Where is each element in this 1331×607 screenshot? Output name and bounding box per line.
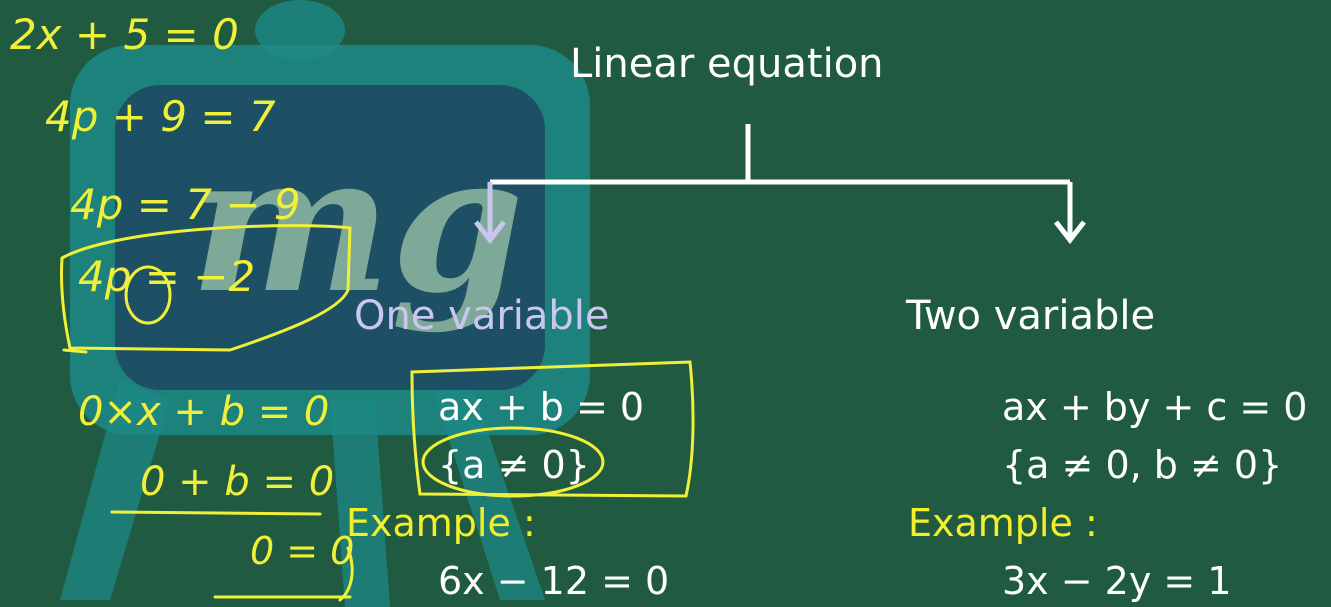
two-variable-example-label: Example : xyxy=(908,501,1098,545)
two-variable-heading: Two variable xyxy=(906,293,1156,339)
handwritten-line-1: 2x + 5 = 0 xyxy=(10,10,239,59)
svg-text:mg: mg xyxy=(190,112,524,335)
page-title: Linear equation xyxy=(570,41,884,87)
one-variable-example: 6x − 12 = 0 xyxy=(438,559,670,603)
two-variable-example: 3x − 2y = 1 xyxy=(1002,559,1232,603)
two-variable-condition: {a ≠ 0, b ≠ 0} xyxy=(1002,443,1283,487)
one-variable-heading: One variable xyxy=(354,293,610,339)
two-variable-equation: ax + by + c = 0 xyxy=(1002,385,1308,429)
one-variable-example-label: Example : xyxy=(346,501,536,545)
handwritten-line-6: 0 + b = 0 xyxy=(140,459,335,505)
handwritten-line-4: 4p = −2 xyxy=(78,252,256,301)
handwritten-line-5: 0×x + b = 0 xyxy=(78,389,330,435)
handwritten-line-3: 4p = 7 − 9 xyxy=(70,180,301,229)
one-variable-equation: ax + b = 0 xyxy=(438,385,645,429)
one-variable-condition: {a ≠ 0} xyxy=(438,443,590,487)
handwritten-line-2: 4p + 9 = 7 xyxy=(45,92,276,141)
handwritten-line-7: 0 = 0 xyxy=(250,529,355,573)
